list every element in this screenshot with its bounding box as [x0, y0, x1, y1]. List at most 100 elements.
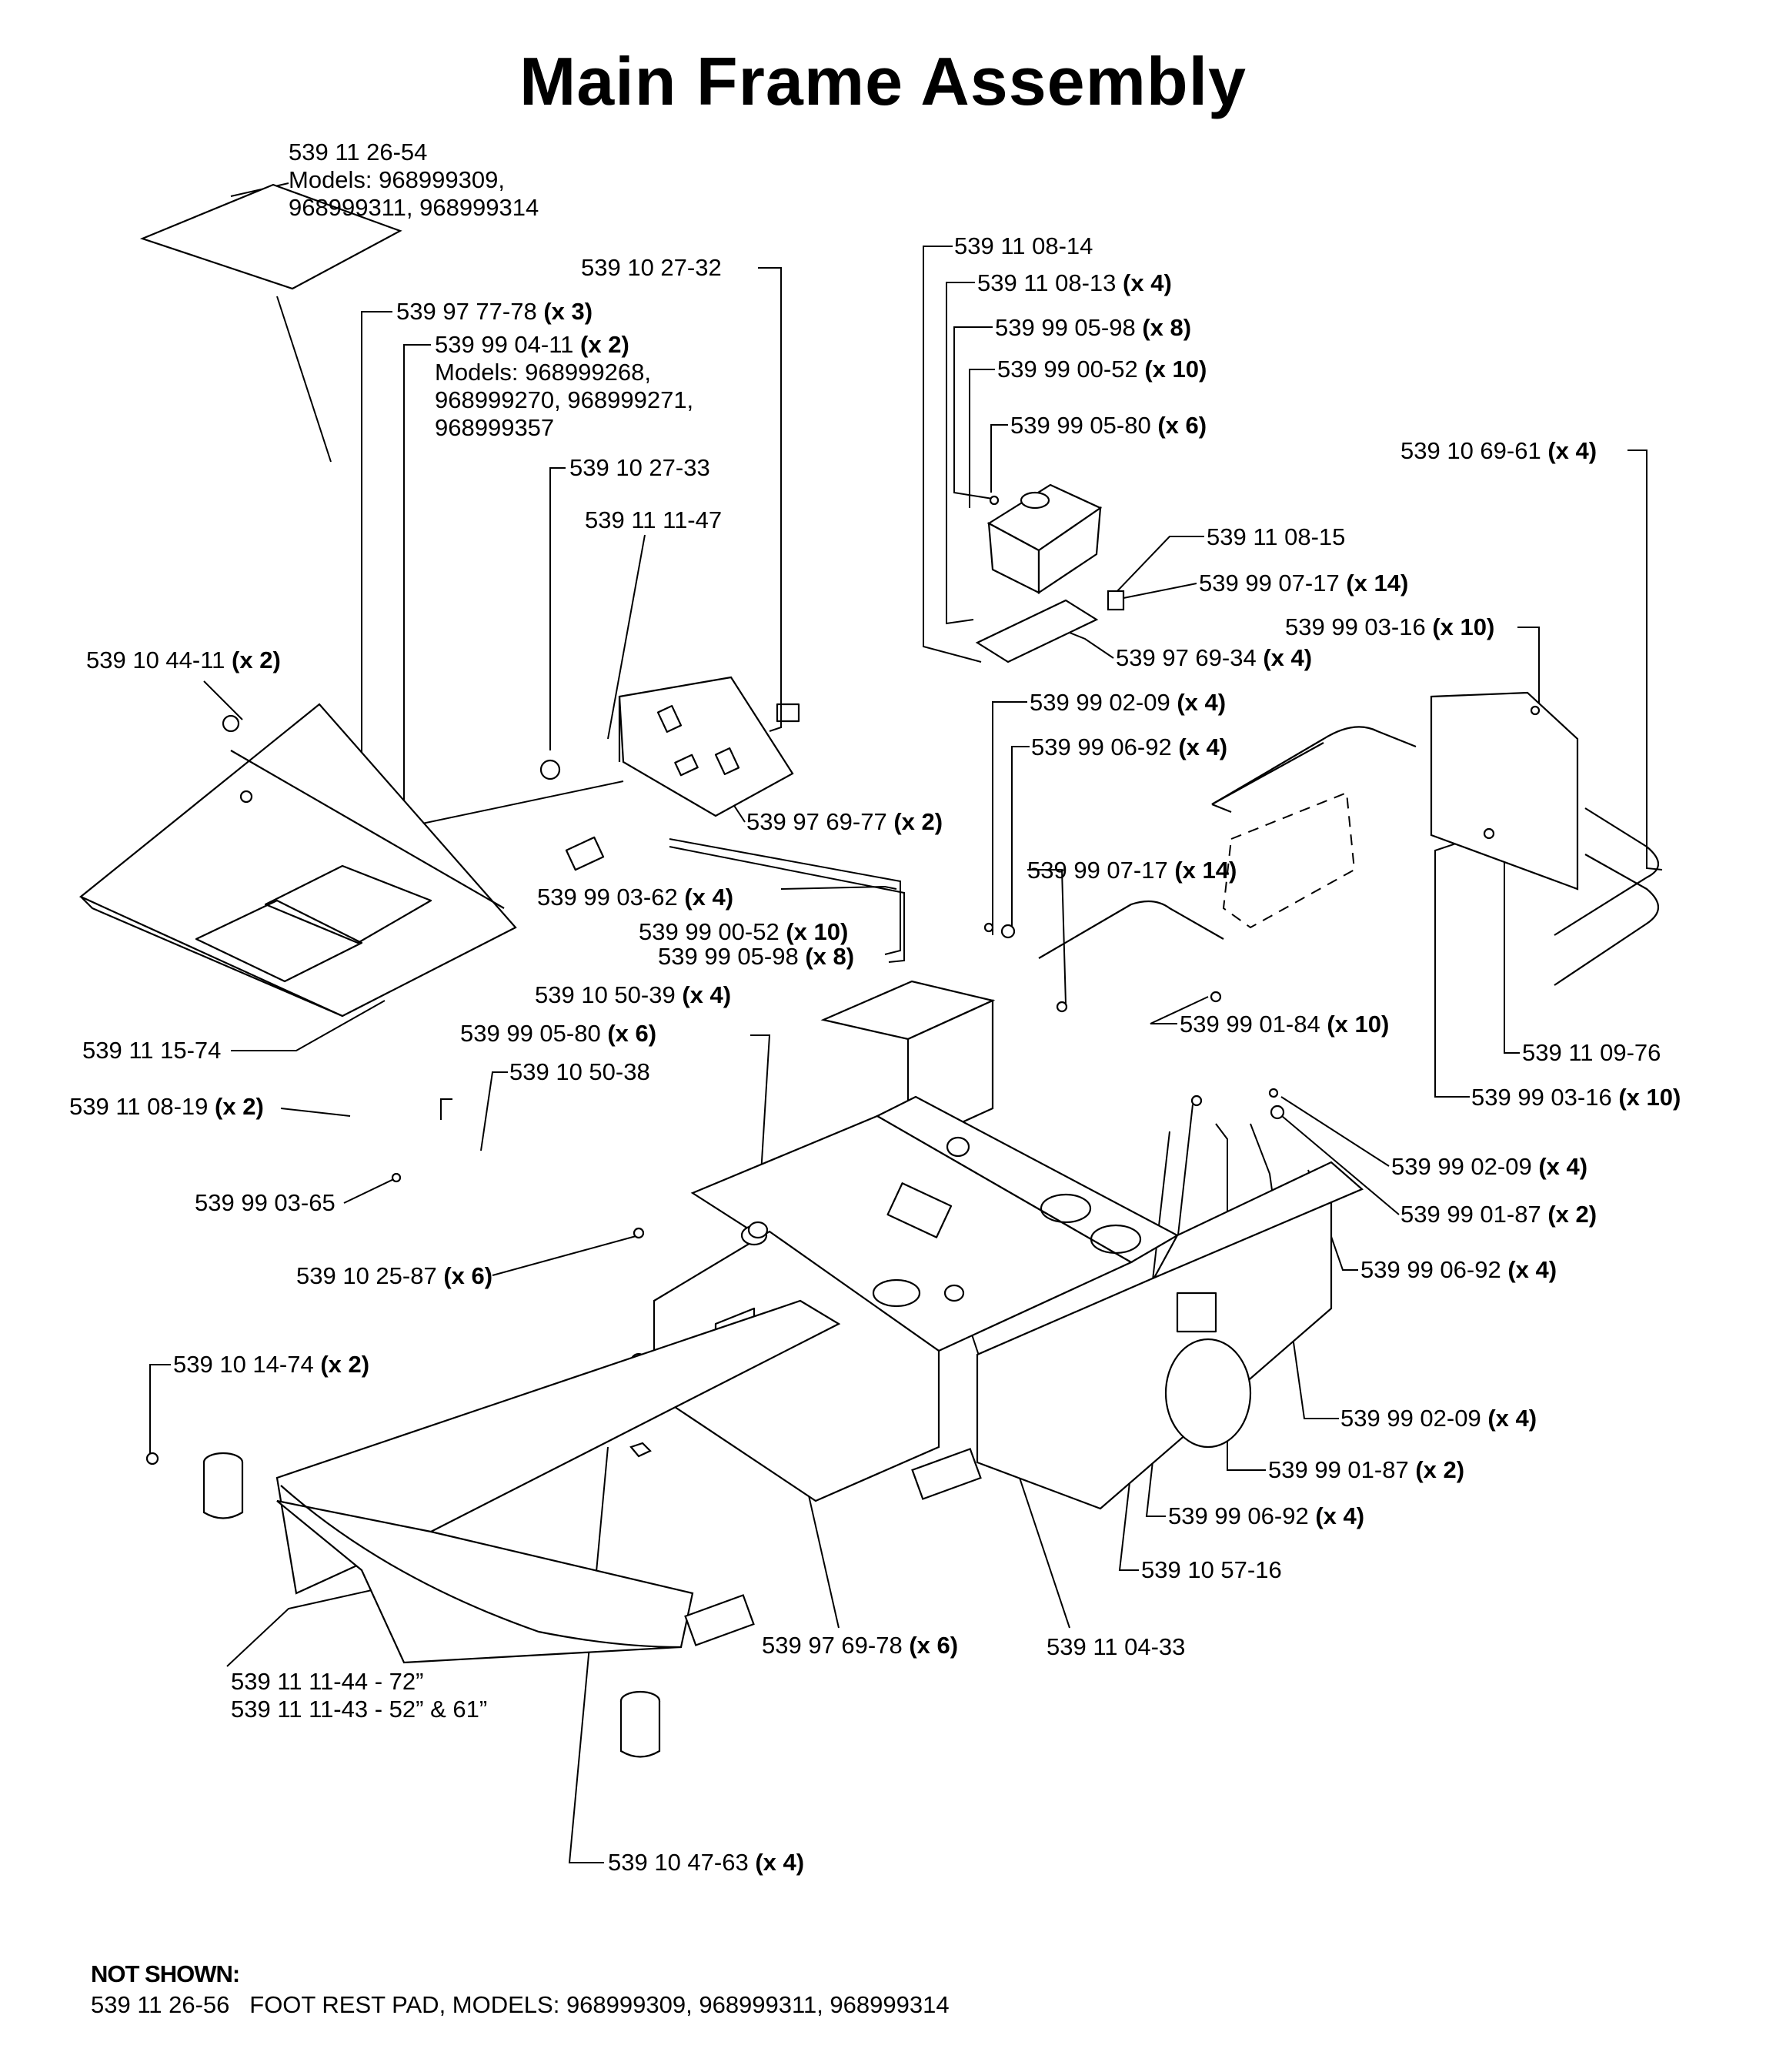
- part-number: 539 10 14-74: [173, 1351, 314, 1378]
- callout-label: 539 10 25-87 (x 6): [296, 1262, 492, 1290]
- main-frame: [628, 980, 1364, 1510]
- quantity: (x 10): [1432, 613, 1495, 640]
- quantity: (x 2): [320, 1351, 370, 1378]
- quantity: (x 6): [909, 1632, 959, 1659]
- callout-label: 539 99 05-80 (x 6): [460, 1020, 656, 1048]
- part-number: 539 11 09-76: [1522, 1039, 1661, 1066]
- callout-label: 539 97 69-34 (x 4): [1116, 644, 1312, 672]
- callout-label: 539 11 11-44 - 72” 539 11 11-43 - 52” & …: [231, 1668, 487, 1723]
- front-axle-bar: [202, 1299, 982, 1758]
- callout-label: 539 10 47-63 (x 4): [608, 1849, 804, 1876]
- part-number: 539 10 69-61: [1400, 437, 1541, 464]
- callout-label: 539 99 05-80 (x 6): [1010, 412, 1207, 439]
- part-number: 539 99 07-17: [1027, 857, 1168, 884]
- quantity: (x 6): [443, 1262, 493, 1289]
- quantity: (x 10): [1144, 356, 1207, 383]
- callout-label: 539 99 06-92 (x 4): [1031, 734, 1227, 761]
- part-number: 539 99 01-87: [1268, 1456, 1409, 1483]
- quantity: (x 14): [1174, 857, 1237, 884]
- callout-label: 539 99 02-09 (x 4): [1340, 1405, 1537, 1432]
- part-number: 539 10 50-39: [535, 981, 676, 1008]
- models-note: 968999311, 968999314: [289, 194, 539, 221]
- part-number: 539 99 04-11: [435, 331, 574, 358]
- callout-label: 539 99 06-92 (x 4): [1360, 1256, 1557, 1284]
- quantity: (x 4): [1178, 734, 1228, 760]
- part-number: 539 10 47-63: [608, 1849, 749, 1876]
- quantity: (x 3): [543, 298, 593, 325]
- models-note: 968999270, 968999271,: [435, 386, 694, 413]
- part-number: 539 99 02-09: [1391, 1153, 1532, 1180]
- quantity: (x 4): [682, 981, 732, 1008]
- part-number: 539 11 15-74: [82, 1037, 222, 1064]
- callout-label: 539 11 08-15: [1207, 523, 1345, 551]
- part-number: 539 99 02-09: [1340, 1405, 1481, 1432]
- part-number: 539 11 08-13: [977, 269, 1117, 296]
- callout-label: 539 99 05-98 (x 8): [658, 943, 854, 971]
- callout-label: 539 99 07-17 (x 14): [1199, 570, 1408, 597]
- part-number: 539 11 11-47: [585, 506, 723, 533]
- models-note: Models: 968999268,: [435, 359, 651, 386]
- callout-label: 539 99 02-09 (x 4): [1030, 689, 1226, 717]
- part-number: 539 10 50-38: [509, 1058, 650, 1085]
- callout-label: 539 11 08-19 (x 2): [69, 1093, 264, 1121]
- quantity: (x 4): [1487, 1405, 1537, 1432]
- quantity: (x 2): [1547, 1201, 1597, 1228]
- callout-label: 539 10 57-16: [1141, 1556, 1282, 1584]
- part-number: 539 99 03-16: [1471, 1084, 1612, 1111]
- models-note: 968999357: [435, 414, 555, 441]
- part-number: 539 99 07-17: [1199, 570, 1340, 597]
- callout-label: 539 99 01-87 (x 2): [1268, 1456, 1464, 1484]
- part-number: 539 99 03-16: [1285, 613, 1426, 640]
- part-number: 539 10 44-11: [86, 647, 225, 673]
- callout-label: 539 11 15-74: [82, 1037, 221, 1064]
- part-number: 539 99 01-87: [1400, 1201, 1541, 1228]
- floor-pan: [78, 703, 517, 1018]
- callout-label: 539 11 26-54 Models: 968999309, 96899931…: [289, 139, 539, 222]
- callout-label: 539 10 44-11 (x 2): [86, 647, 281, 674]
- callout-label: 539 10 69-61 (x 4): [1400, 437, 1597, 465]
- fastener-icons: [145, 495, 1541, 1465]
- part-number: 539 99 01-84: [1180, 1011, 1320, 1038]
- part-number: 539 11 04-33: [1047, 1633, 1186, 1660]
- quantity: (x 8): [1142, 314, 1192, 341]
- quantity: (x 10): [1327, 1011, 1390, 1038]
- part-number: 539 99 05-80: [460, 1020, 601, 1047]
- quantity: (x 4): [1538, 1153, 1588, 1180]
- part-number: 539 10 25-87: [296, 1262, 437, 1289]
- callout-label: 539 97 77-78 (x 3): [396, 298, 593, 326]
- callout-label: 539 99 04-11 (x 2) Models: 968999268, 96…: [435, 331, 693, 442]
- callout-label: 539 11 09-76: [1522, 1039, 1661, 1067]
- part-number: 539 99 05-98: [658, 943, 799, 970]
- quantity: (x 4): [1507, 1256, 1557, 1283]
- tank-assembly: [975, 483, 1125, 663]
- callout-label: 539 99 03-65: [195, 1189, 336, 1217]
- part-number: 539 11 08-15: [1207, 523, 1346, 550]
- callout-label: 539 99 01-87 (x 2): [1400, 1201, 1597, 1228]
- part-number: 539 99 06-92: [1360, 1256, 1501, 1283]
- quantity: (x 2): [893, 808, 943, 835]
- part-number: 539 99 03-65: [195, 1189, 336, 1216]
- callout-label: 539 99 05-98 (x 8): [995, 314, 1191, 342]
- quantity: (x 10): [1618, 1084, 1681, 1111]
- quantity: (x 8): [805, 943, 855, 970]
- floor-pad: [139, 183, 402, 290]
- part-number: 539 99 00-52: [997, 356, 1138, 383]
- part-number: 539 11 08-14: [954, 232, 1093, 259]
- callout-label: 539 10 50-38: [509, 1058, 650, 1086]
- part-number: 539 10 27-33: [569, 454, 710, 481]
- callout-label: 539 10 27-33: [569, 454, 710, 482]
- quantity: (x 6): [1157, 412, 1207, 439]
- callout-label: 539 99 03-16 (x 10): [1285, 613, 1494, 641]
- part-number: 539 99 00-52: [639, 918, 780, 945]
- callout-label: 539 99 01-84 (x 10): [1180, 1011, 1389, 1038]
- part-number: 539 11 11-43 - 52” & 61”: [231, 1696, 488, 1723]
- part-number: 539 97 77-78: [396, 298, 537, 325]
- callout-label: 539 99 02-09 (x 4): [1391, 1153, 1587, 1181]
- callout-label: 539 10 50-39 (x 4): [535, 981, 731, 1009]
- quantity: (x 4): [1263, 644, 1313, 671]
- callout-label: 539 11 11-47: [585, 506, 722, 534]
- part-number: 539 97 69-34: [1116, 644, 1257, 671]
- callout-label: 539 10 14-74 (x 2): [173, 1351, 369, 1379]
